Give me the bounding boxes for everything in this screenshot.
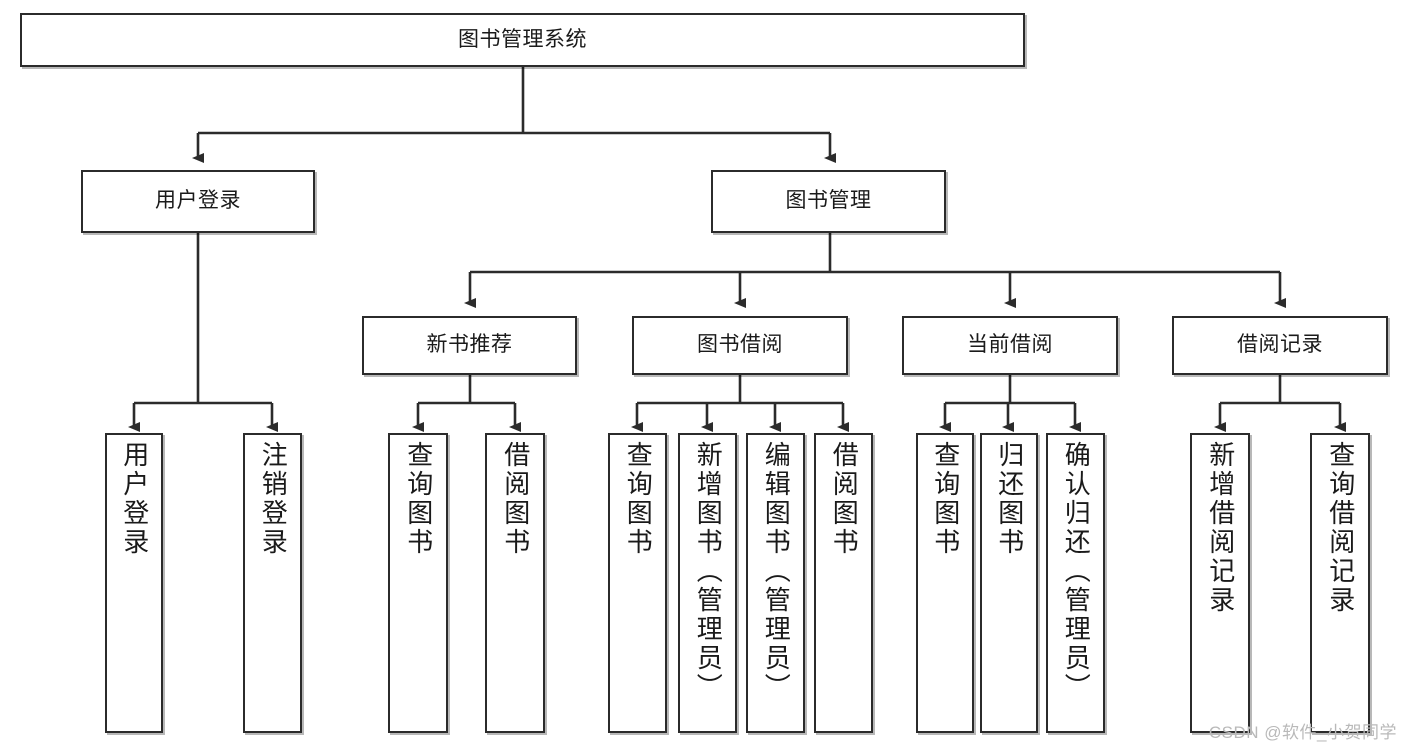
node-leaf-confirm-return-label: 确认归还（管理员）: [1061, 441, 1092, 702]
node-leaf-edit-book[interactable]: 编辑图书（管理员）: [746, 433, 805, 733]
node-current-borrow[interactable]: 当前借阅: [902, 316, 1118, 375]
node-leaf-add-book[interactable]: 新增图书（管理员）: [678, 433, 737, 733]
node-leaf-query-book-2[interactable]: 查询图书: [608, 433, 667, 733]
node-leaf-query-record-label: 查询借阅记录: [1325, 441, 1356, 615]
node-borrow-record[interactable]: 借阅记录: [1172, 316, 1388, 375]
node-leaf-borrow-book-1-label: 借阅图书: [500, 441, 531, 557]
node-leaf-user-logout-label: 注销登录: [258, 441, 289, 557]
node-leaf-edit-book-label: 编辑图书（管理员）: [761, 441, 792, 702]
node-current-borrow-label: 当前借阅: [967, 333, 1053, 357]
node-book-borrow-label: 图书借阅: [697, 333, 783, 357]
node-leaf-add-book-label: 新增图书（管理员）: [693, 441, 724, 702]
node-book-management-label: 图书管理: [785, 189, 872, 213]
node-book-management[interactable]: 图书管理: [711, 170, 946, 233]
node-leaf-confirm-return[interactable]: 确认归还（管理员）: [1046, 433, 1105, 733]
node-book-borrow[interactable]: 图书借阅: [632, 316, 848, 375]
node-root-label: 图书管理系统: [458, 27, 587, 51]
node-leaf-user-logout[interactable]: 注销登录: [243, 433, 302, 733]
node-leaf-borrow-book-2-label: 借阅图书: [829, 441, 860, 557]
watermark-text: CSDN @软件_小贺同学: [1208, 723, 1397, 742]
node-new-book-recommend[interactable]: 新书推荐: [362, 316, 577, 375]
node-root[interactable]: 图书管理系统: [20, 13, 1025, 67]
node-leaf-return-book[interactable]: 归还图书: [980, 433, 1038, 733]
node-leaf-query-book-3-label: 查询图书: [930, 441, 961, 557]
node-borrow-record-label: 借阅记录: [1237, 333, 1323, 357]
node-leaf-return-book-label: 归还图书: [994, 441, 1025, 557]
node-new-book-recommend-label: 新书推荐: [426, 333, 513, 357]
node-leaf-add-record-label: 新增借阅记录: [1205, 441, 1236, 615]
node-leaf-add-record[interactable]: 新增借阅记录: [1190, 433, 1250, 733]
node-leaf-borrow-book-1[interactable]: 借阅图书: [485, 433, 545, 733]
node-leaf-query-book-3[interactable]: 查询图书: [916, 433, 974, 733]
node-leaf-borrow-book-2[interactable]: 借阅图书: [814, 433, 873, 733]
node-leaf-query-book-1[interactable]: 查询图书: [388, 433, 448, 733]
node-leaf-user-login-label: 用户登录: [119, 441, 150, 557]
node-leaf-query-record[interactable]: 查询借阅记录: [1310, 433, 1370, 733]
node-leaf-query-book-2-label: 查询图书: [623, 441, 654, 557]
node-leaf-user-login[interactable]: 用户登录: [105, 433, 163, 733]
node-user-login-label: 用户登录: [155, 189, 241, 213]
node-user-login[interactable]: 用户登录: [81, 170, 315, 233]
node-leaf-query-book-1-label: 查询图书: [403, 441, 434, 557]
